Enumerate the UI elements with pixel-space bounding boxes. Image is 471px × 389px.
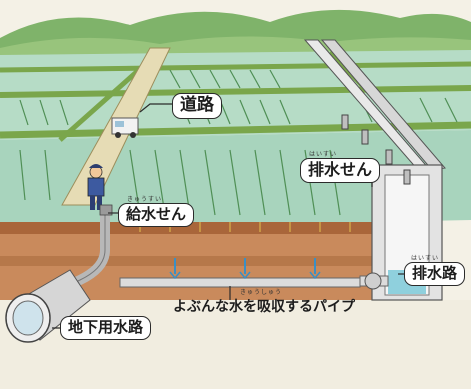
label-drain-channel-ruby: はいすい [411,255,440,262]
label-pipe-ruby: きゅうしゅう [240,289,283,296]
label-drain-valve-ruby: はいすい [309,151,338,158]
underground-channel-pipe [5,269,91,343]
label-supply-valve: きゅうすい 給水せん [118,197,195,227]
label-drain-valve: はいすい 排水せん [300,152,381,183]
label-supply-valve-ruby: きゅうすい [127,196,163,203]
label-drain-valve-text: 排水せん [308,160,373,179]
label-drain-channel: はいすい 排水路 [404,256,466,286]
farmer-figure [87,164,113,216]
label-road: 道路 [172,93,222,119]
label-pipe-text: よぶんな水を吸収するパイプ [173,299,355,315]
label-underground-channel: 地下用水路 [60,316,152,340]
label-road-text: 道路 [180,95,214,115]
label-supply-valve-text: 給水せん [126,205,187,223]
truck [111,117,139,138]
label-underground-channel-text: 地下用水路 [68,318,144,336]
label-pipe: きゅうしゅう よぶんな水を吸収するパイプ [165,290,363,319]
label-drain-channel-text: 排水路 [412,264,458,282]
drain-valve-posts [341,114,411,185]
